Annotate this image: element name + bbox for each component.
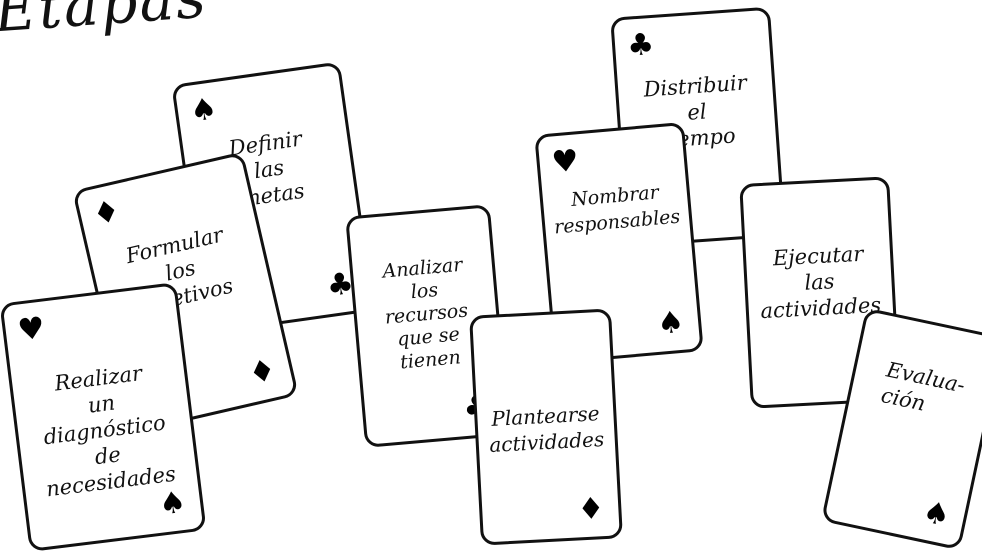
card-diagnostico: ♥ Realizar un diagnóstico de necesidades… [0, 282, 207, 552]
spade-icon: ♠ [656, 308, 685, 340]
club-icon: ♣ [626, 30, 655, 62]
page-heading: Etapas [0, 0, 210, 45]
card-label: Definir las metas [196, 121, 342, 217]
card-metas: ♠ Definir las metas ♣ [171, 61, 374, 334]
card-actividades: Plantearse actividades ♦ [469, 308, 623, 545]
spade-icon: ♠ [158, 488, 188, 521]
spade-icon: ♠ [188, 94, 219, 127]
card-label: Distribuir el tiempo [631, 69, 762, 156]
spade-icon: ♠ [920, 497, 953, 532]
card-label: Analizar los recursos que se tienen [366, 252, 487, 376]
card-label: Nombrar responsables [546, 177, 686, 241]
diamond-icon: ♦ [246, 355, 279, 390]
card-label: Realizar un diagnóstico de necesidades [25, 357, 184, 504]
heart-icon: ♥ [551, 146, 580, 178]
card-label: Plantearse actividades [483, 400, 610, 458]
card-label: Evalua- ción [879, 357, 982, 429]
heart-icon: ♥ [16, 314, 46, 347]
diamond-icon: ♦ [90, 196, 123, 231]
diamond-icon: ♦ [577, 494, 605, 525]
